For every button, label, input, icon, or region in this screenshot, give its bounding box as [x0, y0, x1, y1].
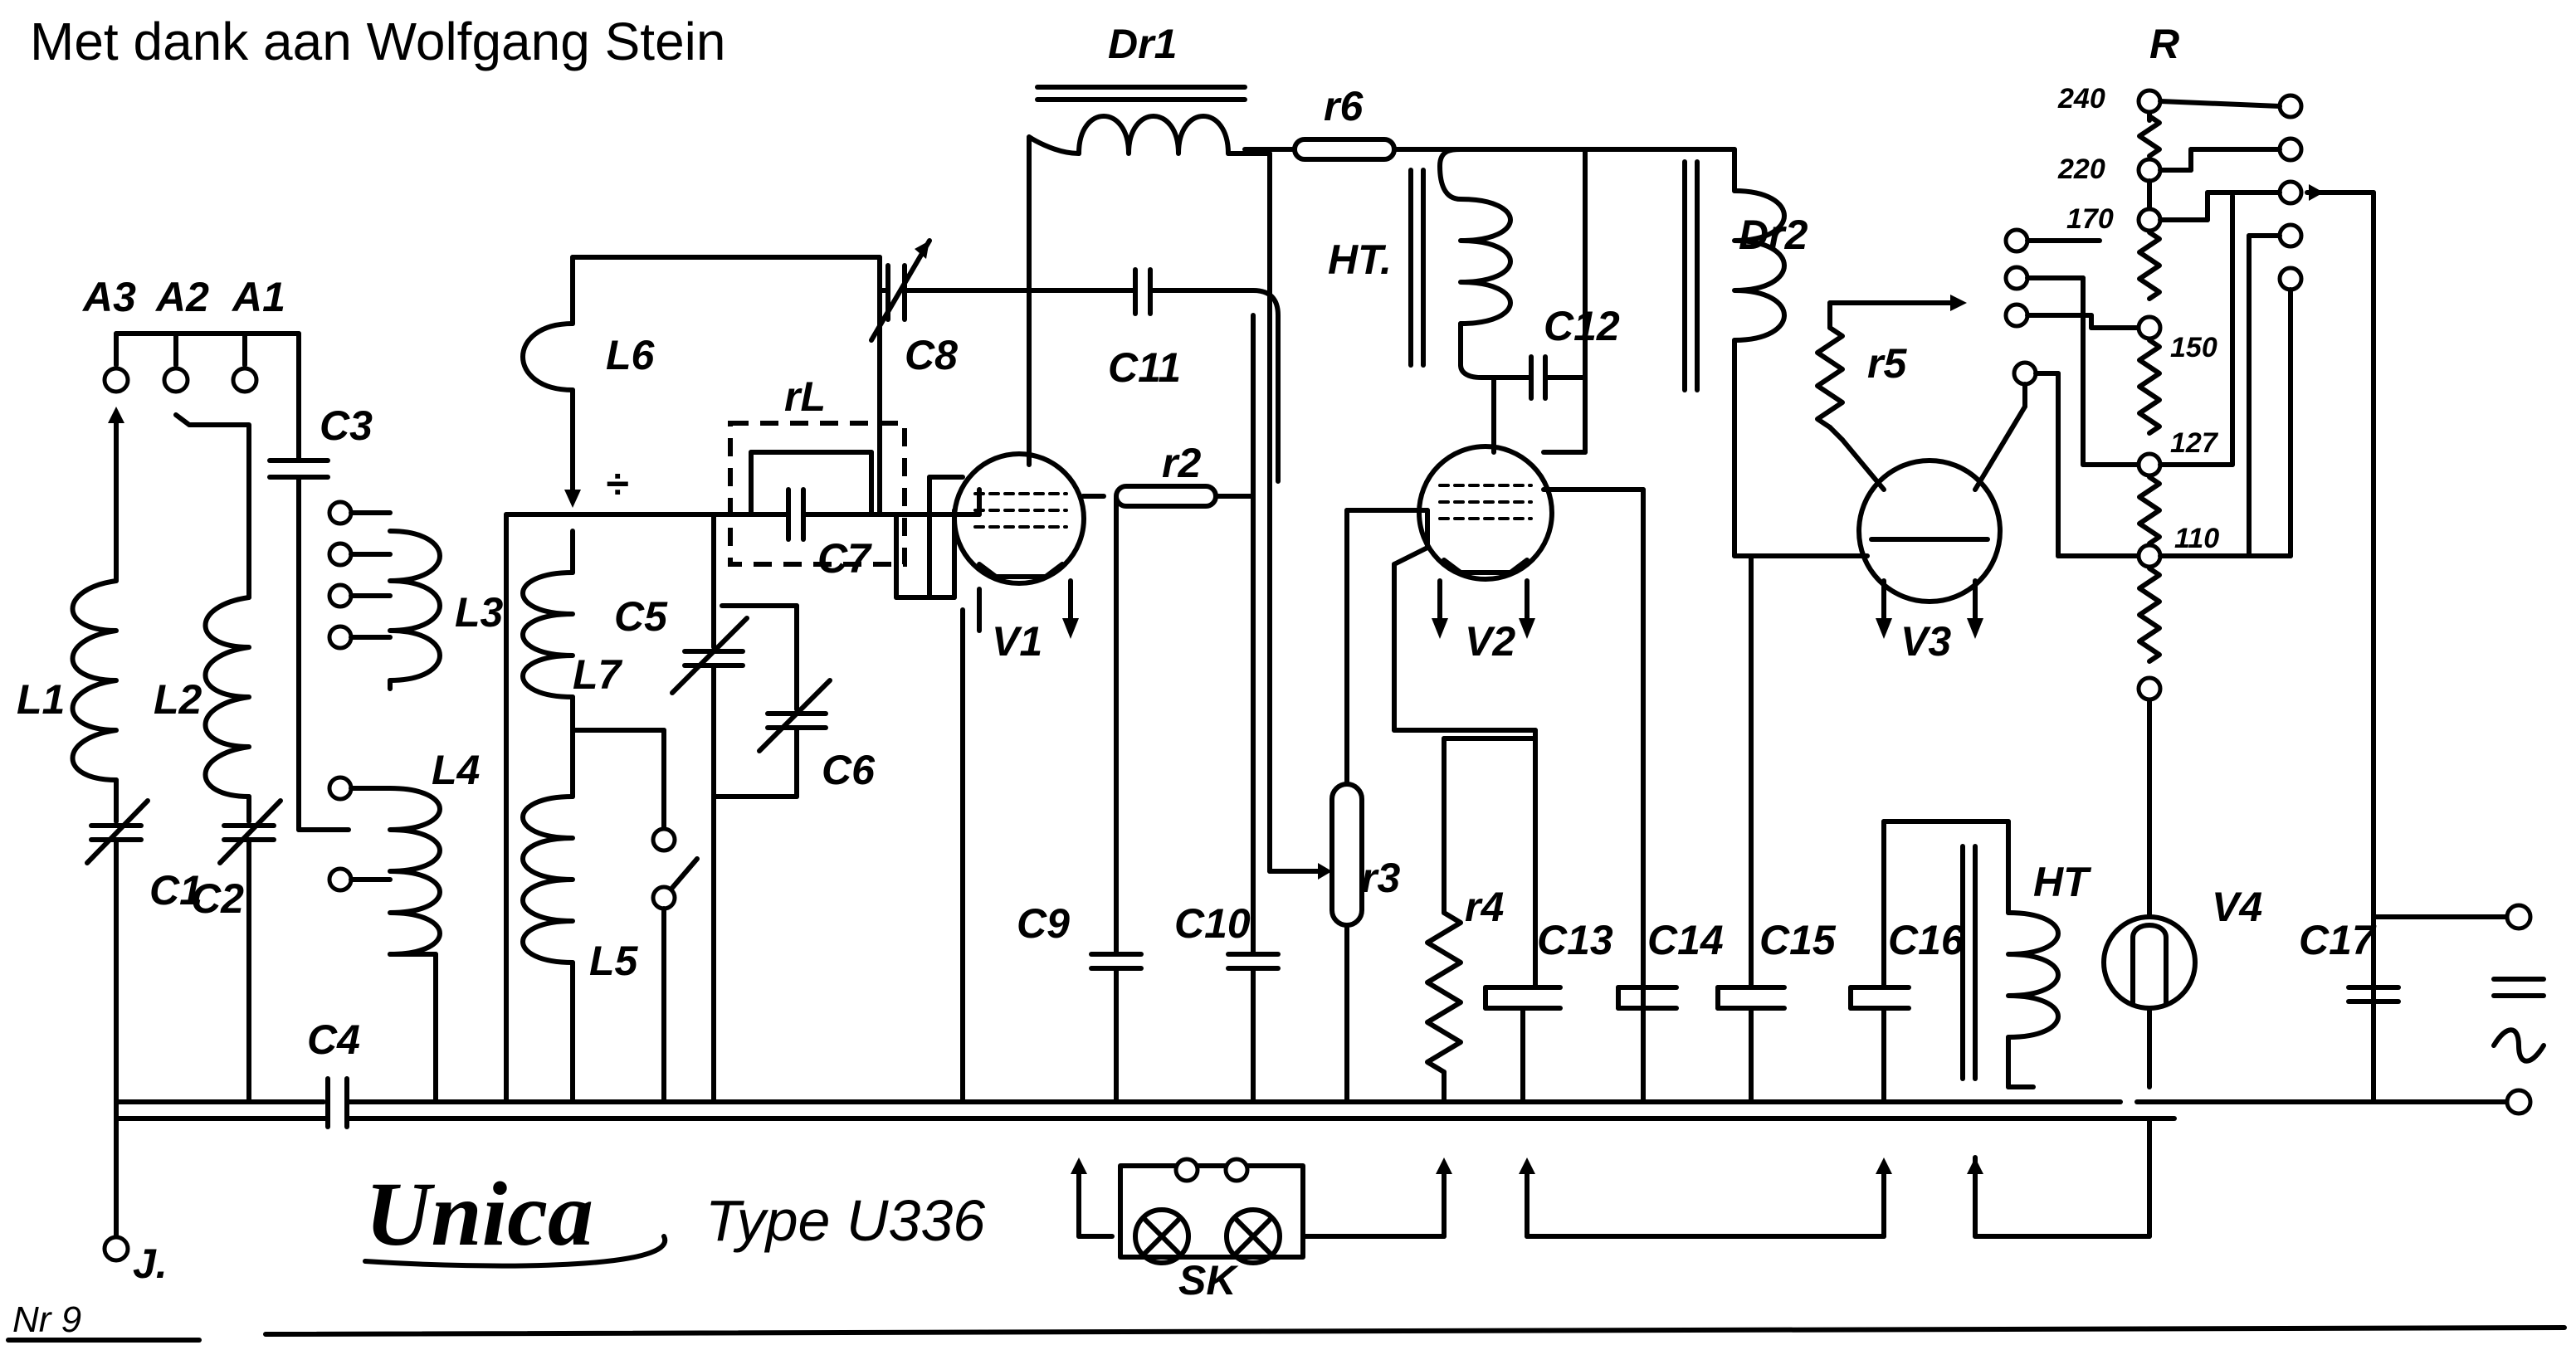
label-r2: r2: [1162, 440, 1201, 486]
label-c6: C6: [822, 747, 876, 793]
label-c1: C1: [149, 867, 202, 914]
label-c9: C9: [1017, 900, 1070, 947]
label-l7: L7: [573, 651, 623, 698]
label-volt-150: 150: [2170, 332, 2217, 363]
label-l1: L1: [17, 676, 65, 723]
label-c10: C10: [1174, 900, 1251, 947]
label-r: R: [2149, 21, 2179, 67]
label-c13: C13: [1537, 917, 1613, 963]
label-c8: C8: [905, 332, 958, 378]
label-c14: C14: [1647, 917, 1724, 963]
stage-v2: [1392, 147, 1646, 1104]
grid-leak-box: [720, 255, 982, 567]
stage-v1: [869, 85, 1737, 1104]
brand-swash: [363, 1234, 668, 1269]
label-l2: L2: [154, 676, 202, 723]
label-volt-110: 110: [2174, 523, 2219, 554]
label-rl: rL: [784, 373, 826, 420]
label-r3: r3: [1361, 855, 1400, 901]
label-c15: C15: [1759, 917, 1837, 963]
filter-capacitors: [1483, 553, 2011, 1104]
label-c17: C17: [2299, 917, 2377, 963]
label-c11: C11: [1108, 344, 1181, 391]
label-l4: L4: [432, 747, 480, 793]
label-v1: V1: [992, 618, 1042, 665]
label-l6: L6: [606, 332, 656, 378]
antenna-section: [70, 331, 351, 1104]
label-c3: C3: [320, 402, 373, 449]
label-sk: SK: [1178, 1257, 1239, 1304]
label-c5: C5: [614, 593, 668, 640]
label-a1: A1: [231, 274, 285, 320]
label-c2: C2: [191, 875, 244, 922]
speaker-connector: [1071, 1116, 2152, 1265]
antenna-terminal-a2: [162, 366, 190, 394]
antenna-terminal-a3: [102, 366, 130, 394]
label-volt-127: 127: [2170, 427, 2219, 459]
label-v3: V3: [1900, 618, 1951, 665]
label-dr1: Dr1: [1108, 21, 1177, 67]
label-r4: r4: [1465, 884, 1504, 930]
svg-text:÷: ÷: [606, 461, 628, 507]
label-v4: V4: [2212, 884, 2262, 930]
component-labels: A3 A2 A1 L1 L2 C1 C2 C3 L3 L4 C4 L6 C5 L…: [17, 21, 2377, 1304]
label-volt-220: 220: [2057, 154, 2105, 185]
label-dr2: Dr2: [1739, 212, 1808, 258]
label-r5: r5: [1867, 340, 1907, 387]
label-a3: A3: [81, 274, 136, 320]
title-block: Unica Type U336 Nr 9: [12, 1163, 985, 1340]
label-ht2: HT: [2033, 859, 2092, 905]
bottom-rule: [6, 1325, 2567, 1343]
label-volt-170: 170: [2066, 203, 2114, 235]
volume-potentiometer-r3: [1292, 508, 1430, 1104]
credit-text: Met dank aan Wolfgang Stein: [30, 12, 725, 71]
label-c7: C7: [817, 535, 872, 582]
label-r6: r6: [1324, 83, 1364, 129]
label-v2: V2: [1465, 618, 1515, 665]
label-c12: C12: [1544, 303, 1620, 349]
brand-logo: Unica: [365, 1163, 593, 1265]
label-l5: L5: [589, 938, 639, 984]
oscillator-section: ÷: [504, 255, 882, 1104]
rectifier-stage: [1682, 147, 2152, 639]
label-j: J.: [133, 1240, 168, 1287]
label-a2: A2: [154, 274, 209, 320]
power-section: [1960, 88, 2546, 1116]
label-c16: C16: [1888, 917, 1965, 963]
label-ht1: HT.: [1328, 236, 1392, 283]
label-volt-240: 240: [2057, 83, 2105, 115]
ground-bus: [102, 1076, 2521, 1263]
coil-switch-l3-l4: [327, 500, 442, 1104]
label-l3: L3: [455, 589, 504, 636]
antenna-terminal-a1: [231, 366, 259, 394]
sheet-number: Nr 9: [12, 1299, 81, 1340]
model-text: Type U336: [705, 1188, 985, 1253]
label-c4: C4: [307, 1016, 360, 1063]
